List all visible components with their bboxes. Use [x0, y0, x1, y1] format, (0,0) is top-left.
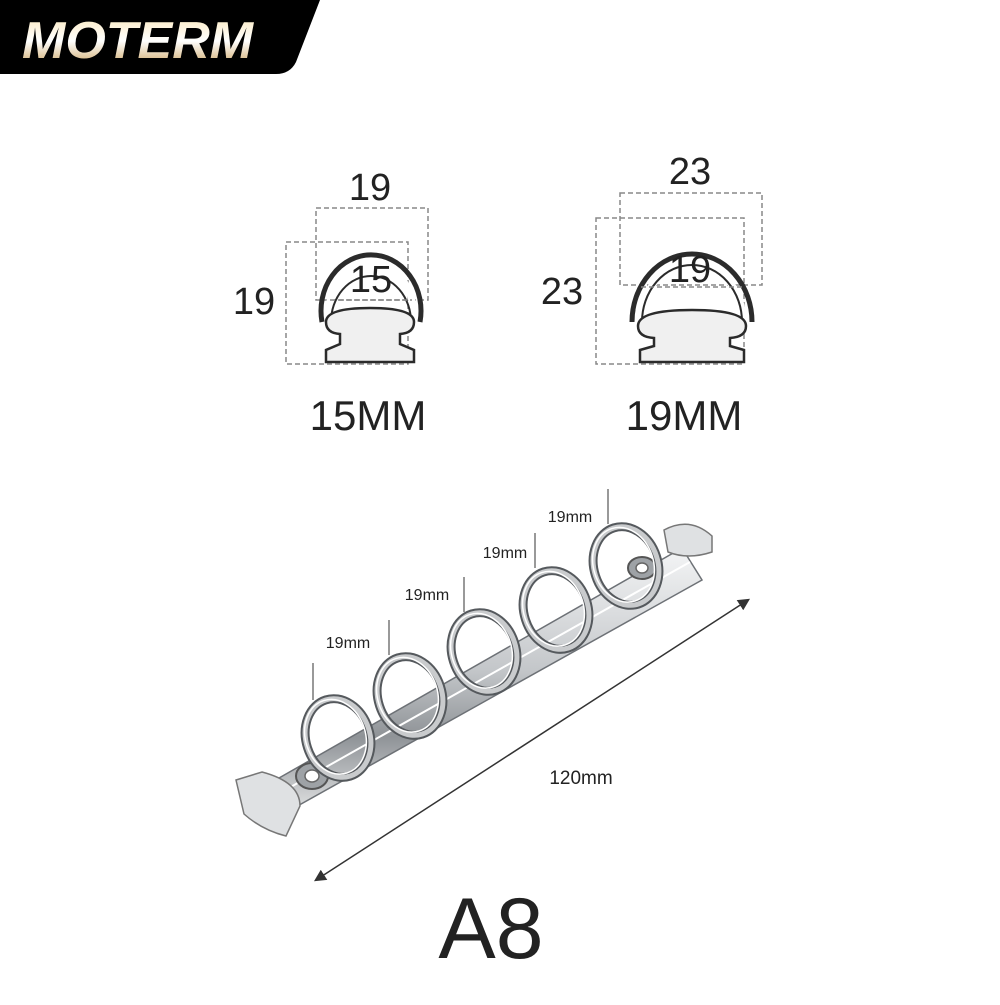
- spacing-label-3: 19mm: [483, 545, 527, 562]
- size-label: A8: [438, 881, 543, 977]
- spacing-label-1: 19mm: [326, 635, 370, 652]
- ring-diagram-15mm: 19 19 15 15MM: [233, 167, 429, 439]
- binder-mechanism: 19mm 19mm 19mm 19mm 120mm: [235, 489, 751, 882]
- spacing-label-2: 19mm: [405, 587, 449, 604]
- ring-size-caption: 15MM: [310, 392, 427, 439]
- outer-width-label: 19: [349, 167, 391, 209]
- outer-height-label: 23: [541, 271, 583, 313]
- brand-name: MOTERM: [22, 12, 255, 70]
- ring-base: [324, 306, 416, 364]
- spacing-label-4: 19mm: [548, 509, 592, 526]
- ring-size-caption: 19MM: [626, 392, 743, 439]
- ring-diagram-19mm: 23 23 19 19MM: [541, 151, 763, 439]
- ring-base: [636, 308, 748, 364]
- brand-logo: MOTERM: [0, 0, 320, 74]
- outer-height-label: 19: [233, 281, 275, 323]
- right-end-tab: [663, 523, 713, 557]
- ring-outline: [318, 252, 424, 323]
- outer-width-label: 23: [669, 151, 711, 193]
- bar-highlight: [263, 561, 691, 803]
- ring-inner-outline: [641, 264, 743, 323]
- length-label: 120mm: [549, 768, 612, 789]
- outer-width-box: [619, 192, 763, 286]
- outer-height-box: [285, 241, 409, 365]
- length-arrow: [313, 598, 751, 882]
- ring-inner-outline: [330, 275, 412, 323]
- inner-diameter-label: 19: [669, 249, 711, 291]
- ring-inner-highlight: [325, 260, 417, 323]
- left-end-tab: [235, 771, 301, 837]
- ring-outline: [629, 251, 755, 323]
- inner-diameter-label: 15: [350, 259, 392, 301]
